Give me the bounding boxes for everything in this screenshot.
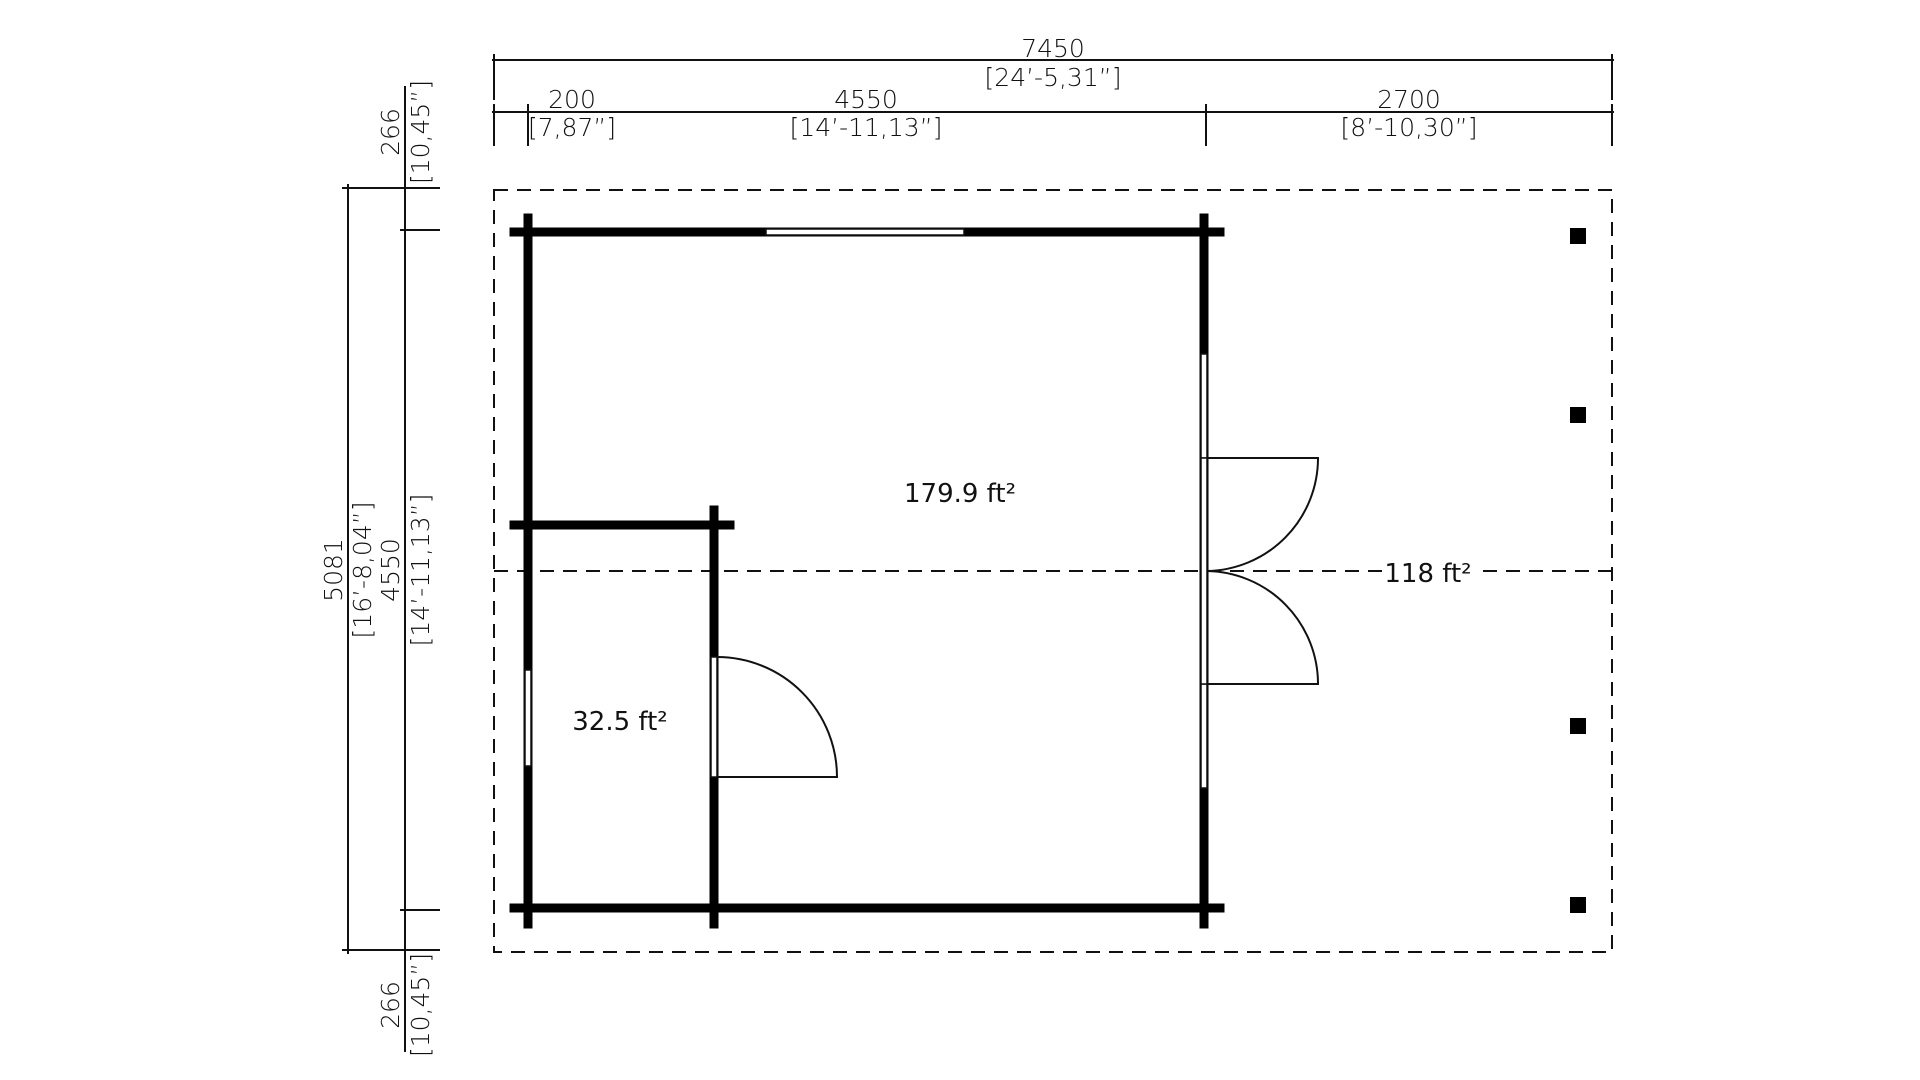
dim-overhang-bottom-mm: 266 — [376, 981, 405, 1029]
dim-total-width-in: [24’-5,31”] — [985, 63, 1122, 92]
dim-total-depth-in: [16’-8,04”] — [348, 502, 377, 639]
entrance-door-swing-upper — [1206, 457, 1320, 572]
canopy-post-4 — [1570, 897, 1586, 913]
dim-cabin-depth-mm: 4550 — [376, 538, 405, 602]
canopy-posts — [1570, 228, 1586, 913]
window-left — [524, 669, 532, 767]
dim-cabin-depth-in: [14’-11,13”] — [406, 494, 435, 647]
area-canopy: 118 ft² — [1384, 559, 1471, 589]
window-right-lower — [1200, 683, 1208, 789]
entrance-door-swing-lower — [1206, 570, 1320, 685]
area-canopy-label-bg — [1382, 556, 1474, 586]
dim-canopy-width-mm: 2700 — [1377, 85, 1441, 114]
dim-total-width-mm: 7450 — [1021, 34, 1085, 63]
canopy-post-1 — [1570, 228, 1586, 244]
area-main-room: 179.9 ft² — [904, 479, 1016, 509]
interior-door-opening — [710, 656, 718, 778]
dim-cabin-width-mm: 4550 — [834, 85, 898, 114]
dim-left-offset-mm: 200 — [548, 85, 596, 114]
interior-door-swing — [716, 656, 839, 778]
dim-left-offset-in: [7,87”] — [528, 113, 616, 142]
area-labels: 179.9 ft² 32.5 ft² 118 ft² — [572, 479, 1474, 737]
dim-overhang-bottom-in: [10,45”] — [406, 953, 435, 1057]
area-small-room: 32.5 ft² — [572, 707, 667, 737]
doors — [710, 457, 1320, 778]
entrance-door-opening — [1200, 457, 1208, 685]
dim-cabin-width-in: [14’-11,13”] — [790, 113, 943, 142]
dim-total-depth-mm: 5081 — [319, 538, 348, 602]
dim-canopy-width-in: [8’-10,30”] — [1341, 113, 1478, 142]
canopy-post-3 — [1570, 718, 1586, 734]
dim-overhang-top-mm: 266 — [376, 108, 405, 156]
window-right-upper — [1200, 353, 1208, 459]
left-dimensions: 5081 [16’-8,04”] 4550 [14’-11,13”] 266 [… — [319, 80, 440, 1057]
window-top — [765, 228, 965, 236]
windows — [524, 228, 1208, 789]
canopy-post-2 — [1570, 407, 1586, 423]
top-dimensions: 7450 [24’-5,31”] 200 [7,87”] 4550 [14’-1… — [492, 34, 1614, 146]
dim-overhang-top-in: [10,45”] — [406, 80, 435, 184]
